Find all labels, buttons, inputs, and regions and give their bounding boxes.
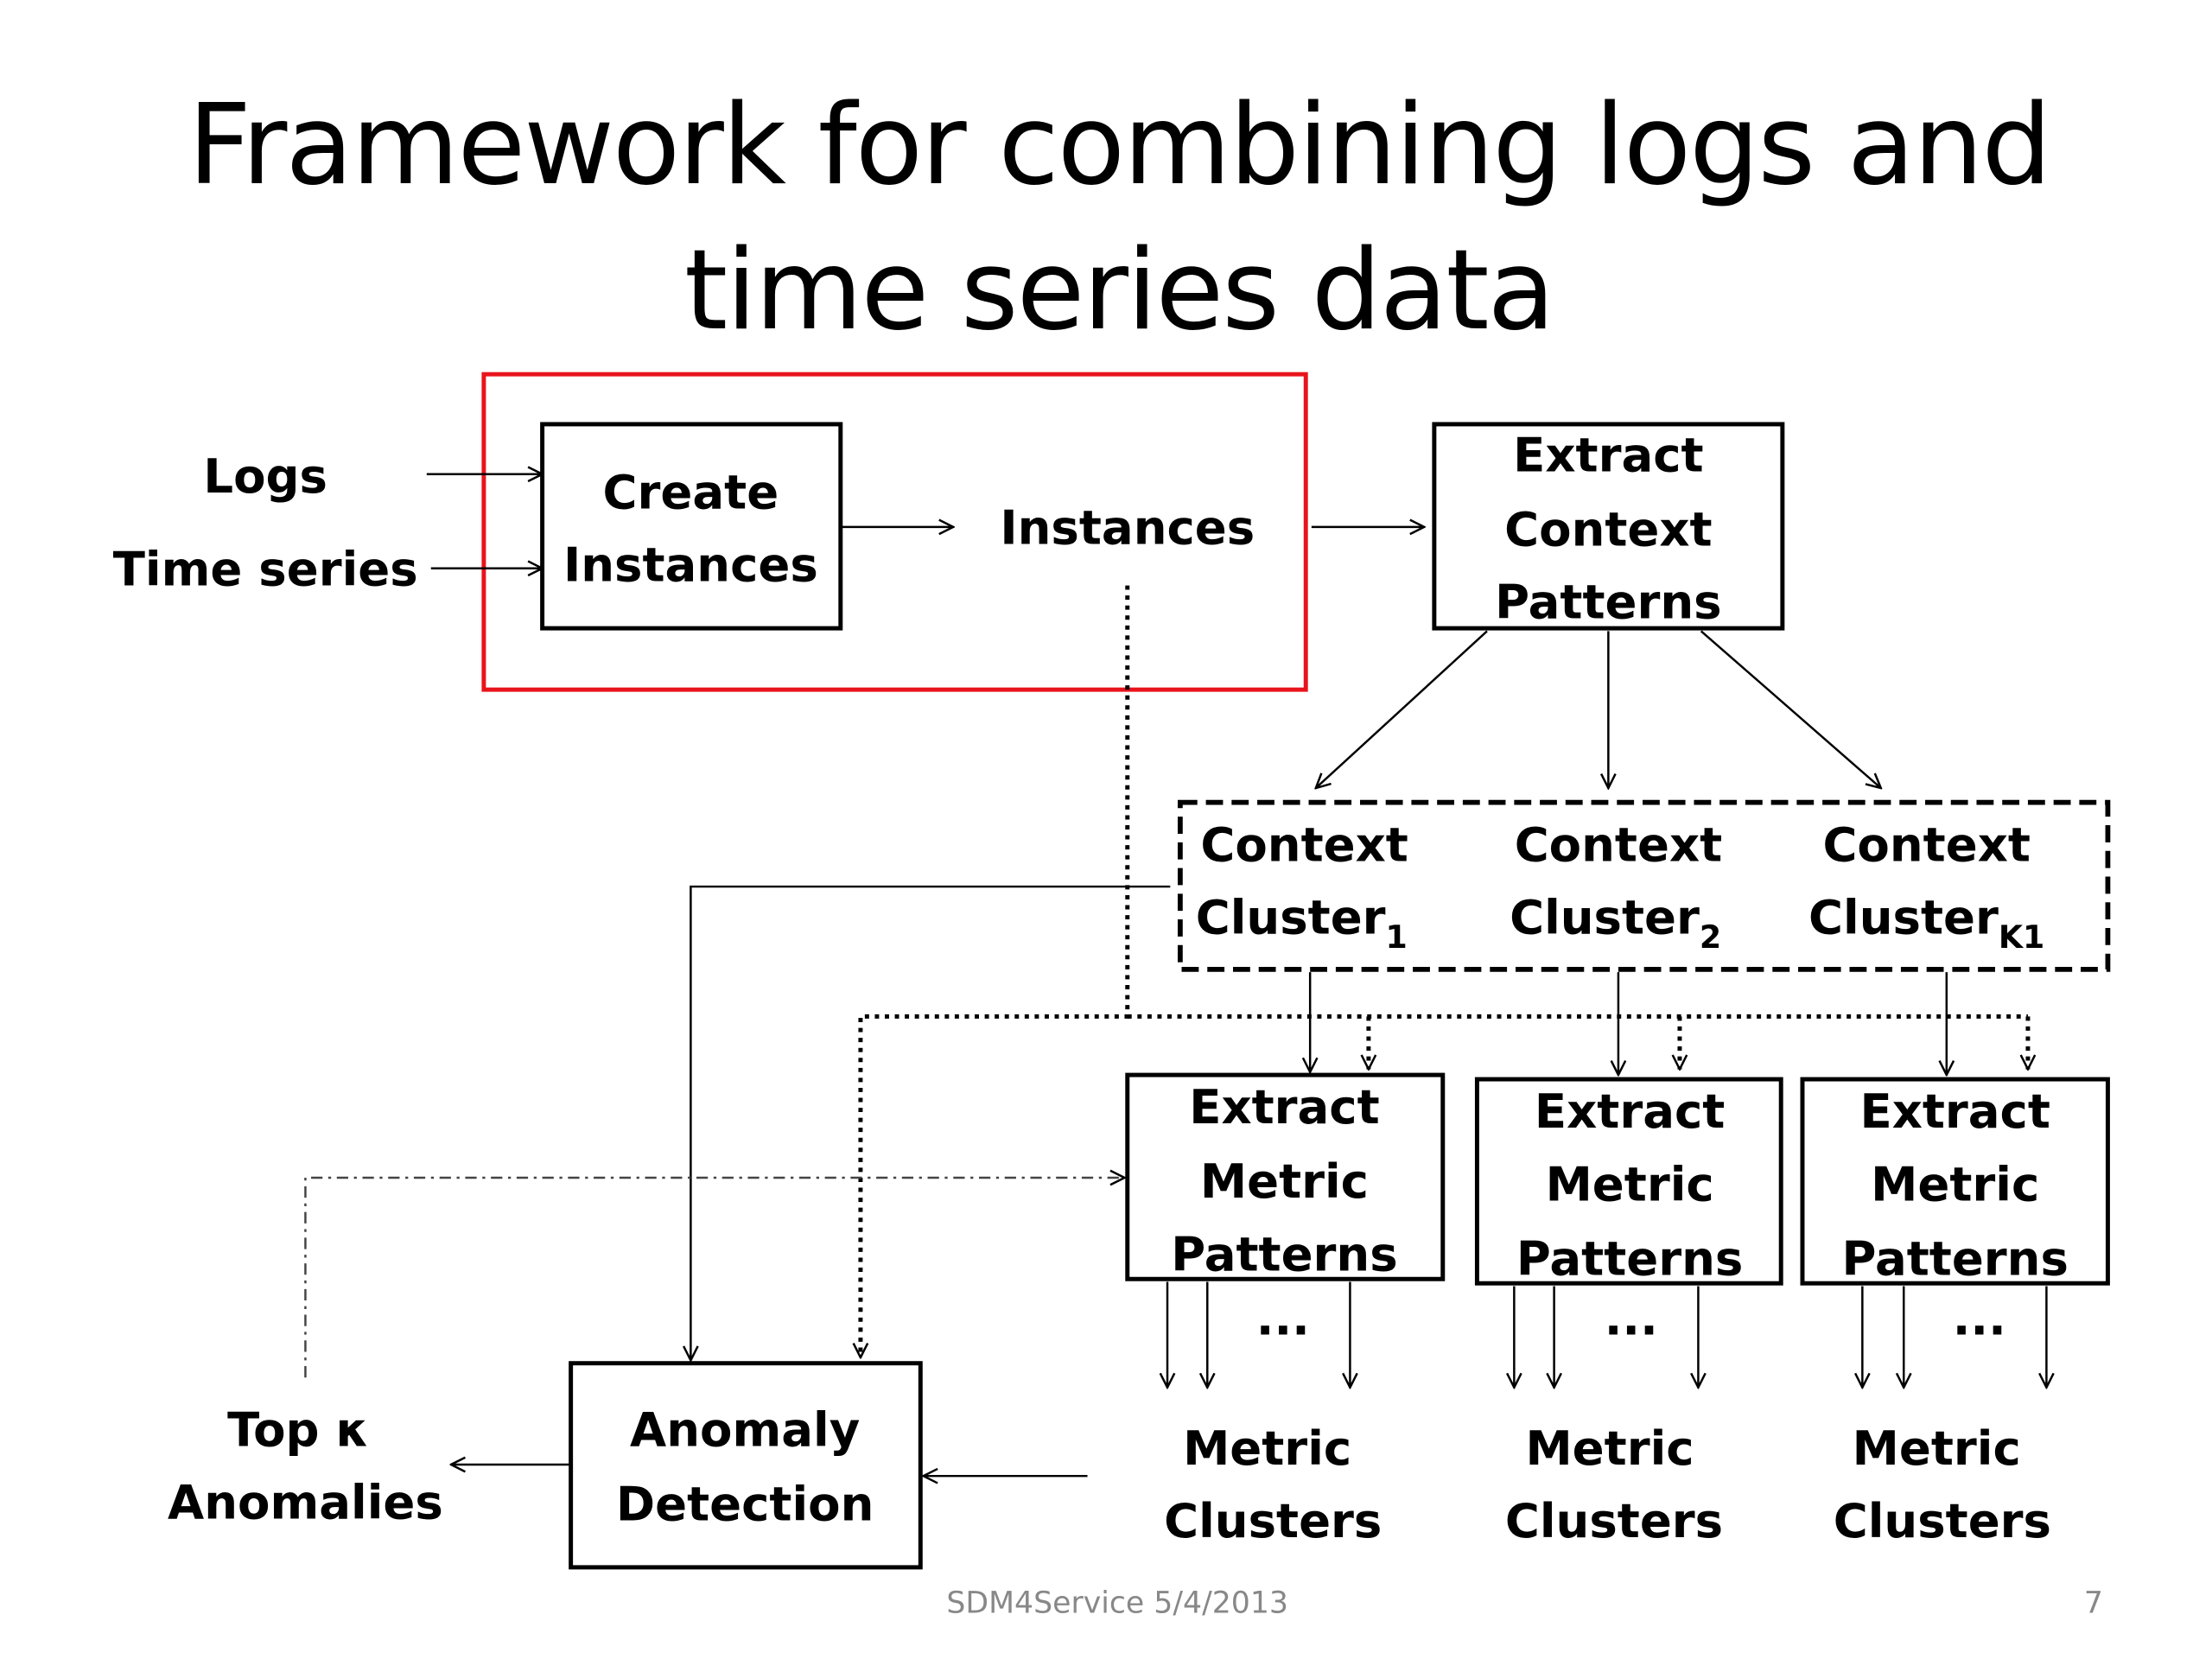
svg-text:Cluster1: Cluster1	[1196, 890, 1408, 957]
context-cluster-1: Context Cluster1	[1196, 817, 1408, 956]
svg-text:ClusterK1: ClusterK1	[1808, 890, 2044, 957]
context-clusters-box	[1177, 799, 2111, 972]
svg-text:Clusters: Clusters	[1505, 1493, 1723, 1548]
svg-text:Metric: Metric	[1525, 1421, 1694, 1476]
slide-title-line1: Framework for combining logs and	[188, 81, 2051, 210]
context-to-cluster1-arrow	[1316, 630, 1488, 788]
metric-arrows-3	[1862, 1286, 2046, 1388]
extract-context-patterns-box: Extract Context Patterns	[1432, 422, 1785, 631]
svg-text:Context: Context	[1515, 817, 1722, 872]
footer-text: SDM4Service 5/4/2013	[946, 1586, 1288, 1621]
svg-text:Detection: Detection	[616, 1476, 874, 1531]
extract-metric-patterns-box-3: Extract Metric Patterns	[1800, 1077, 2110, 1286]
svg-text:Patterns: Patterns	[1841, 1230, 2068, 1286]
ellipsis-1: ...	[1256, 1291, 1310, 1346]
ellipsis-3: ...	[1953, 1291, 2006, 1346]
svg-text:Clusters: Clusters	[1164, 1493, 1382, 1548]
svg-text:Metric: Metric	[1871, 1156, 2039, 1211]
svg-text:Metric: Metric	[1853, 1421, 2021, 1476]
extract-metric-patterns-box-1: Extract Metric Patterns	[1125, 1072, 1446, 1281]
svg-text:Anomalies: Anomalies	[168, 1475, 443, 1530]
metric-arrows-1	[1167, 1281, 1350, 1388]
svg-text:Context: Context	[1200, 817, 1408, 872]
svg-text:Extract: Extract	[1859, 1084, 2050, 1139]
metric-arrows-2	[1514, 1286, 1698, 1388]
svg-text:Instances: Instances	[563, 537, 818, 593]
svg-text:Extract: Extract	[1189, 1079, 1379, 1135]
context-to-clusterk-arrow	[1700, 630, 1881, 788]
ellipsis-2: ...	[1605, 1291, 1658, 1346]
svg-text:Top κ: Top κ	[227, 1402, 369, 1457]
svg-text:Create: Create	[603, 464, 779, 519]
instances-dotted-line	[861, 585, 1130, 1358]
feedback-dashdot-arrow	[304, 1178, 1124, 1378]
svg-text:Patterns: Patterns	[1516, 1230, 1743, 1286]
cluster-to-anomaly-arrow	[690, 885, 1171, 1360]
highlight-box	[481, 372, 1308, 692]
svg-text:Context: Context	[1504, 501, 1712, 556]
slide-title: Framework for combining logs and time se…	[0, 73, 2212, 364]
svg-text:Cluster2: Cluster2	[1510, 890, 1721, 957]
context-cluster-k1: Context ClusterK1	[1808, 817, 2044, 956]
svg-text:Clusters: Clusters	[1834, 1493, 2051, 1548]
svg-text:Metric: Metric	[1200, 1154, 1369, 1209]
slide-title-line2: time series data	[684, 226, 1555, 355]
svg-text:Patterns: Patterns	[1171, 1226, 1397, 1281]
svg-text:Metric: Metric	[1546, 1156, 1714, 1211]
page-number: 7	[2084, 1586, 2103, 1621]
svg-text:Metric: Metric	[1183, 1421, 1351, 1476]
svg-text:Patterns: Patterns	[1495, 575, 1721, 630]
logs-label: Logs	[203, 448, 327, 504]
time-series-label: Time series	[113, 542, 418, 597]
instances-label: Instances	[1000, 500, 1255, 556]
create-instances-box: Create Instances	[540, 422, 843, 631]
metric-clusters-2: Metric Clusters	[1505, 1421, 1723, 1548]
metric-clusters-1: Metric Clusters	[1164, 1421, 1382, 1548]
svg-text:Anomaly: Anomaly	[630, 1402, 860, 1457]
metric-clusters-3: Metric Clusters	[1834, 1421, 2051, 1548]
anomaly-detection-box: Anomaly Detection	[569, 1361, 923, 1570]
svg-text:Context: Context	[1822, 817, 2030, 872]
context-cluster-2: Context Cluster2	[1510, 817, 1722, 956]
svg-text:Extract: Extract	[1513, 427, 1703, 482]
svg-text:Extract: Extract	[1535, 1084, 1725, 1139]
extract-metric-patterns-box-2: Extract Metric Patterns	[1474, 1077, 1783, 1286]
top-k-anomalies: Top κ Anomalies	[168, 1402, 443, 1529]
